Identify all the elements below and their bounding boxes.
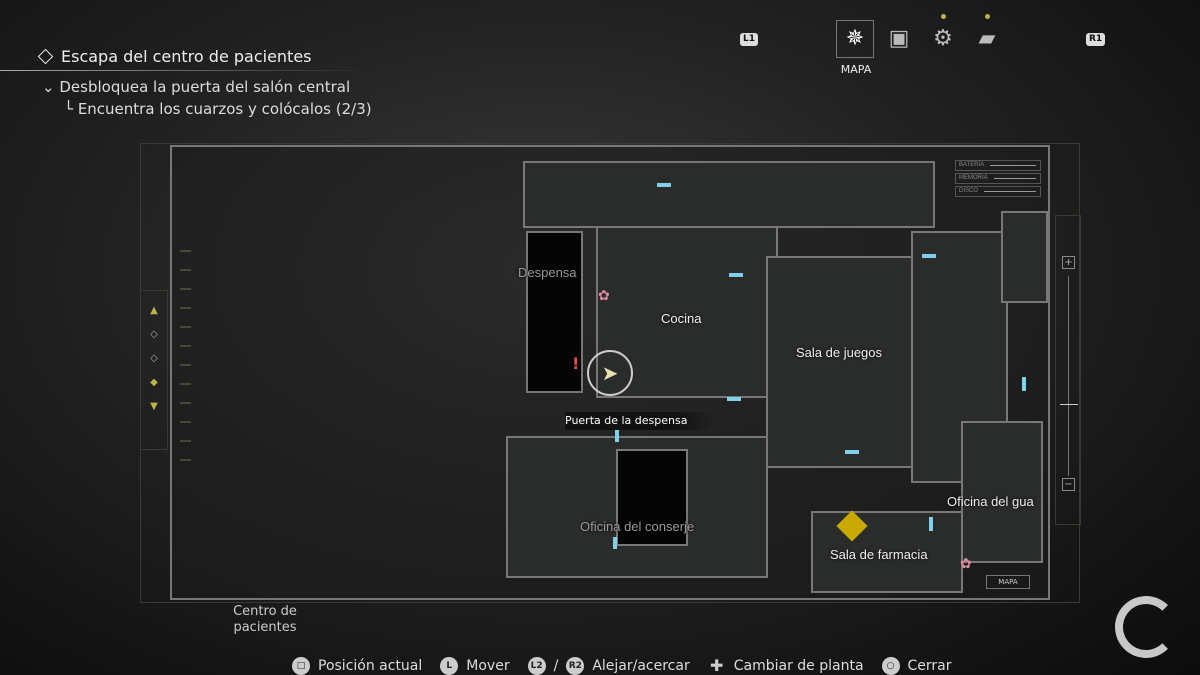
door (929, 517, 933, 531)
stat-disk: DISCO (955, 186, 1041, 197)
square-button-icon[interactable]: □ (292, 657, 310, 675)
controls-footer: □ Posición actual L Mover L2 / R2 Alejar/acer… (292, 657, 952, 675)
floor-diamond-icon[interactable]: ◇ (150, 353, 158, 364)
stat-label: BATERÍA (959, 162, 985, 168)
notification-dot (985, 14, 990, 19)
room-label-despensa: Despensa (518, 265, 577, 280)
menu-tabs: L1 ✵ ▣ ⚙ ▰ R1 MAPA (740, 14, 1110, 80)
r1-button[interactable]: R1 (1086, 33, 1106, 46)
task-text: Encuentra los cuarzos y colócalos (2/3) (77, 100, 372, 118)
room-label-oficina-conserje: Oficina del conserje (580, 519, 695, 534)
player-arrow-icon: ➤ (601, 361, 619, 385)
diamond-icon (37, 48, 54, 65)
separator: / (553, 657, 559, 674)
backpack-icon: ▣ (888, 26, 910, 51)
room-label-sala-juegos: Sala de juegos (796, 345, 883, 360)
map-view[interactable]: BATERÍA MEMORIA DISCO (170, 145, 1050, 600)
door (922, 254, 936, 258)
chevron-down-icon: ⌄ (42, 78, 55, 96)
room-label-cocina: Cocina (661, 311, 702, 326)
floor-selector[interactable]: ▲ ◇ ◇ ◆ ▼ (140, 290, 168, 450)
control-label: Alejar/acercar (592, 657, 690, 674)
room-east (1001, 211, 1048, 303)
alert-icon[interactable]: ! (572, 354, 580, 373)
l2-button-icon[interactable]: L2 (527, 657, 546, 675)
task: └ Encuentra los cuarzos y colócalos (2/3… (64, 100, 372, 118)
area-name-text: Centro de pacientes (233, 604, 297, 635)
poi-label: Puerta de la despensa (565, 412, 716, 430)
room-label-sala-farmacia: Sala de farmacia (830, 547, 928, 562)
folder-icon: ▰ (978, 26, 996, 51)
zoom-thumb[interactable] (1060, 404, 1078, 405)
sub-objective: ⌄ Desbloquea la puerta del salón central (42, 78, 350, 96)
room-oficina-guardia (961, 421, 1043, 563)
quartz-icon[interactable]: ✿ (960, 556, 972, 572)
main-objective: Escapa del centro de pacientes (37, 47, 312, 66)
player-position-marker: ➤ (587, 350, 633, 396)
control-label: Mover (466, 657, 510, 674)
floor-up-icon[interactable]: ▲ (150, 305, 158, 316)
floor-diamond-icon[interactable]: ◇ (150, 329, 158, 340)
compass-icon: ✵ (845, 26, 865, 51)
zoom-in-icon[interactable]: + (1062, 256, 1075, 269)
door (613, 537, 617, 549)
zoom-track[interactable] (1068, 276, 1069, 476)
left-stick-icon[interactable]: L (440, 657, 459, 675)
dpad-icon[interactable]: ✚ (710, 656, 724, 675)
door (1022, 377, 1026, 391)
door (615, 430, 619, 442)
door (727, 397, 741, 401)
map-button[interactable]: MAPA (986, 575, 1030, 589)
room-label-oficina-guardia: Oficina del gua (947, 494, 1034, 509)
l1-button[interactable]: L1 (740, 33, 758, 46)
files-tab[interactable]: ▰ (968, 14, 1006, 58)
gears-icon: ⚙ (933, 26, 953, 51)
zoom-out-icon[interactable]: − (1062, 478, 1075, 491)
control-label: Posición actual (318, 657, 423, 674)
room-sala-juegos (766, 256, 918, 468)
r2-button-icon[interactable]: R2 (566, 657, 585, 675)
device-stats: BATERÍA MEMORIA DISCO (955, 160, 1041, 199)
door (845, 450, 859, 454)
watermark-logo (1115, 596, 1177, 658)
room-outline (523, 161, 935, 228)
door (657, 183, 671, 187)
tree-branch-icon: └ (64, 100, 74, 118)
stat-label: DISCO (959, 188, 979, 194)
room-despensa (526, 231, 583, 393)
stat-battery: BATERÍA (955, 160, 1041, 171)
stat-memory: MEMORIA (955, 173, 1041, 184)
current-floor-icon[interactable]: ◆ (150, 377, 158, 388)
stat-label: MEMORIA (959, 175, 988, 181)
inventory-tab[interactable]: ▣ (880, 20, 918, 58)
settings-tab[interactable]: ⚙ (924, 14, 962, 58)
area-name: Centro de pacientes (225, 604, 305, 636)
active-tab-label: MAPA (840, 63, 872, 76)
map-tab[interactable]: ✵ (836, 20, 874, 58)
sub-objective-text: Desbloquea la puerta del salón central (59, 78, 351, 96)
main-objective-text: Escapa del centro de pacientes (61, 47, 312, 66)
quartz-icon[interactable]: ✿ (598, 288, 610, 304)
control-label: Cambiar de planta (733, 657, 864, 674)
notification-dot (941, 14, 946, 19)
circle-button-icon[interactable]: ○ (881, 657, 900, 675)
door (729, 273, 743, 277)
zoom-slider[interactable]: + − (1055, 215, 1081, 525)
control-label: Cerrar (907, 657, 952, 674)
floor-down-icon[interactable]: ▼ (150, 401, 158, 412)
divider (0, 70, 370, 71)
room-dark (616, 449, 688, 546)
